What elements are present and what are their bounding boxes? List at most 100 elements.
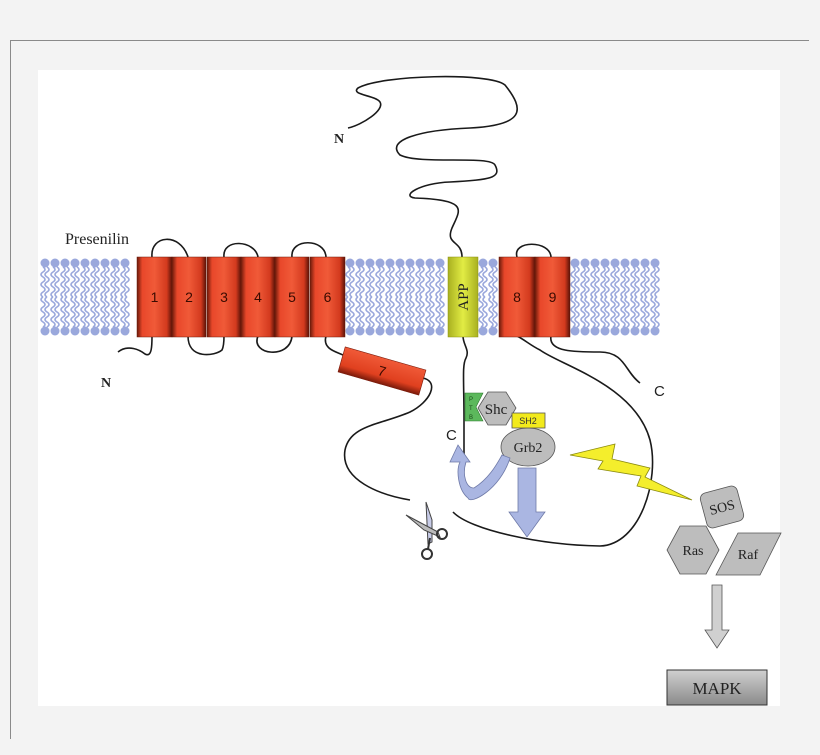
ptb-t: T	[469, 406, 473, 412]
lipid-tail	[570, 266, 576, 298]
lipid-head	[425, 258, 435, 268]
sh2-domain	[511, 412, 546, 429]
lipid-head	[355, 258, 365, 268]
lipid-tail	[482, 296, 488, 328]
lipid-head	[60, 326, 70, 336]
lipid-tail	[580, 296, 586, 328]
app-ectodomain	[347, 75, 518, 258]
lipid-head	[610, 326, 620, 336]
lipid-head	[110, 326, 120, 336]
lipid-head	[580, 326, 590, 336]
lipid-tail	[584, 296, 590, 328]
helix-2: 2	[171, 256, 207, 338]
lipid-head	[365, 258, 375, 268]
lipid-head	[90, 326, 100, 336]
lipid-tail	[630, 296, 636, 328]
lipid-tail	[40, 266, 46, 298]
loop-4-5	[256, 335, 293, 353]
lipid-tail	[415, 266, 421, 298]
lipid-tail	[379, 296, 385, 328]
lipid-head	[345, 326, 355, 336]
lipid-head	[415, 258, 425, 268]
lipid-head	[110, 258, 120, 268]
lipid-tail	[90, 266, 96, 298]
presenilin-n-terminus	[117, 335, 153, 356]
lipid-tail	[375, 266, 381, 298]
lipid-tail	[349, 296, 355, 328]
lipid-tail	[405, 266, 411, 298]
presenilin-c-terminus	[550, 335, 641, 384]
lipid-tail	[478, 296, 484, 328]
presenilin-n-label: N	[101, 376, 111, 391]
mapk-down-arrow	[704, 584, 730, 649]
lipid-head	[375, 258, 385, 268]
ptb-b: B	[469, 415, 473, 421]
helix-9-label: 9	[549, 289, 557, 305]
lipid-tail	[600, 266, 606, 298]
lipid-tail	[584, 266, 590, 298]
protein-strands	[117, 75, 654, 547]
lipid-tail	[389, 296, 395, 328]
lipid-bilayer	[40, 258, 660, 336]
lipid-tail	[369, 296, 375, 328]
lipid-tail	[492, 296, 498, 328]
lipid-tail	[54, 266, 60, 298]
lipid-head	[365, 326, 375, 336]
lipid-tail	[415, 296, 421, 328]
lipid-tail	[650, 296, 656, 328]
lipid-head	[90, 258, 100, 268]
lipid-tail	[654, 296, 660, 328]
presenilin-loop-from-cleavage	[452, 335, 654, 547]
helix-1: 1	[136, 256, 173, 338]
lipid-tail	[365, 266, 371, 298]
lipid-tail	[104, 296, 110, 328]
lipid-tail	[365, 296, 371, 328]
lipid-tail	[399, 296, 405, 328]
lipid-tail	[405, 296, 411, 328]
lipid-tail	[359, 266, 365, 298]
lipid-tail	[60, 296, 66, 328]
lipid-tail	[124, 266, 130, 298]
loop-8-9	[516, 243, 552, 258]
lipid-head	[395, 258, 405, 268]
lipid-head	[590, 258, 600, 268]
lipid-tail	[379, 266, 385, 298]
lipid-tail	[419, 296, 425, 328]
ras-label: Ras	[683, 544, 704, 559]
ras-protein: Ras	[666, 525, 720, 575]
mapk-box: MAPK	[666, 669, 768, 706]
lipid-tail	[80, 266, 86, 298]
lipid-tail	[610, 266, 616, 298]
lipid-tail	[355, 266, 361, 298]
lipid-head	[375, 326, 385, 336]
lipid-head	[650, 258, 660, 268]
lipid-tail	[439, 266, 445, 298]
lipid-tail	[70, 266, 76, 298]
lipid-head	[590, 326, 600, 336]
lipid-tail	[590, 296, 596, 328]
lipid-tail	[100, 266, 106, 298]
lipid-head	[40, 326, 50, 336]
loop-1-2	[151, 238, 189, 258]
helix-1-label: 1	[151, 289, 159, 305]
presenilin-c-label: C	[654, 383, 665, 400]
lipid-tail	[419, 266, 425, 298]
lipid-tail	[429, 266, 435, 298]
lipid-head	[435, 258, 445, 268]
lipid-tail	[90, 296, 96, 328]
lipid-head	[620, 258, 630, 268]
lipid-head	[630, 258, 640, 268]
lipid-tail	[40, 296, 46, 328]
lipid-tail	[110, 266, 116, 298]
ptb-domain: P T B	[464, 392, 484, 422]
lipid-head	[120, 326, 130, 336]
lipid-head	[415, 326, 425, 336]
helix-9: 9	[534, 256, 571, 338]
lipid-tail	[604, 266, 610, 298]
lipid-tail	[389, 266, 395, 298]
lipid-head	[580, 258, 590, 268]
helix-8: 8	[498, 256, 536, 338]
lipid-head	[640, 326, 650, 336]
lipid-tail	[110, 296, 116, 328]
lipid-tail	[375, 296, 381, 328]
